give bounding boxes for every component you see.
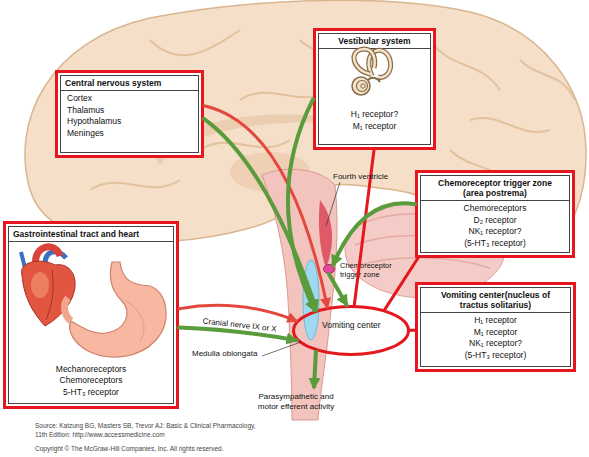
cerebrum [25,0,586,257]
shape-text-wrap: Chemoreceptor trigger zone [340,261,400,279]
box-heading-bar: Gastrointestinal tract and heart [9,227,173,242]
receptor-box: Vomiting center(nucleus of tractus solit… [415,282,576,372]
box-heading: Central nervous system [65,78,161,88]
receptor-item: NK₁ receptor? [427,338,564,350]
green-arrow [333,203,415,265]
copyright-note: Copyright © The McGraw-Hill Companies, I… [35,445,224,453]
receptor-item: Chemoreceptors [15,375,167,387]
vestibule [368,78,380,82]
structure-label: Fourth ventricle [333,172,388,182]
box-heading: Gastrointestinal tract and heart [13,229,139,239]
gyrus-line [430,40,500,90]
cochlea [352,77,370,95]
receptor-item: NK₁ receptor? [427,226,563,238]
source-box: Vestibular system H₁ receptor?M₁ receptor [313,28,436,150]
semicircular-canal [354,49,375,74]
duodenum [64,298,71,321]
brainstem [262,169,337,420]
receptor-item: Hypothalamus [67,116,192,128]
shape-outline [323,264,335,274]
box-heading-bar: Chemoreceptor trigger zone (area postrem… [421,176,569,201]
leader-line [262,342,301,356]
receptor-item: (5-HT₃ receptor) [427,238,563,250]
box-heading: Vestibular system [338,36,410,46]
structure-label: Medulla oblongata [192,349,257,359]
semicircular-canal [369,50,391,77]
gyrus-line [470,118,550,132]
leader-line [326,182,340,226]
receptor-item: H₁ receptor [427,315,564,327]
shape-text-wrap: Vomiting center [322,320,381,331]
green-arrow [329,274,347,305]
cochlea-turn [361,84,365,88]
highlight-line [385,258,418,310]
box-body: H₁ receptor?M₁ receptor [319,107,430,144]
box-heading-bar: Vomiting center(nucleus of tractus solit… [421,288,570,313]
source-box: Central nervous systemCortexThalamusHypo… [55,70,204,158]
stomach [70,262,166,357]
efferent-arrow [314,350,316,388]
receptor-item: M₁ receptor [325,121,424,133]
source-note: 11th Edition: http://www.accessmedicine.… [35,431,165,439]
gyrus-line [90,180,180,190]
box-body: H₁ receptorM₁ receptorNK₁ receptor?(5-HT… [421,313,570,363]
shape-label: Vomiting center [322,320,381,331]
gyrus-line [520,60,575,100]
box-heading: Chemoreceptor trigger zone (area postrem… [430,178,560,198]
box-body: ChemoreceptorsD₂ receptorNK₁ receptor?(5… [421,201,569,251]
receptor-item: Meninges [67,128,192,140]
box-heading: Vomiting center(nucleus of tractus solit… [433,290,558,310]
source-note: Source: Katzung BG, Masters SB, Trevor A… [35,422,256,430]
semicircular-canal [369,50,391,77]
highlight-line [410,329,415,332]
pulmonary-vessel [45,252,66,264]
heart [22,261,76,326]
box-body: MechanoreceptorsChemoreceptors5-HT₃ rece… [9,362,173,404]
vomiting-center-region [303,260,319,340]
shape-outline [292,305,410,356]
green-arrow [288,99,315,310]
receptor-box: Chemoreceptor trigger zone (area postrem… [415,170,575,258]
red-arrow [204,106,327,307]
shape-label: Chemoreceptor trigger zone [340,261,400,279]
receptor-item: (5-HT₃ receptor) [427,350,564,362]
green-arrow [204,119,316,310]
receptor-item: Chemoreceptors [427,203,563,215]
heart-groove [46,270,53,320]
stomach-fold [125,300,144,342]
trigger-zone-blob: Chemoreceptor trigger zone [323,264,335,274]
efferent-label: Parasympathetic and motor efferent activ… [252,392,340,411]
gyrus-line [150,30,240,55]
thalamus [230,152,310,192]
cochlea-turn [357,81,368,92]
receptor-item: D₂ receptor [427,215,563,227]
receptor-item: Thalamus [67,105,192,117]
receptor-item: 5-HT₃ receptor [15,387,167,399]
shape-ellipse [294,307,409,355]
gyrus-line [200,140,290,150]
green-arrow [179,328,297,341]
aorta [36,247,60,266]
box-body: CortexThalamusHypothalamusMeninges [61,91,198,141]
box-heading-bar: Vestibular system [319,34,430,49]
shape-ellipse [324,265,335,274]
heart-highlight [31,272,49,298]
receptor-item: H₁ receptor? [325,109,424,121]
vena-cava [21,252,26,272]
receptor-item: M₁ receptor [427,327,564,339]
highlight-line [354,150,374,305]
nerve-label: Cranial nerve IX or X [202,317,277,334]
fourth-ventricle [319,200,332,268]
receptor-item: Cortex [67,93,192,105]
receptor-item: Mechanoreceptors [15,364,167,376]
source-box: Gastrointestinal tract and heartMechanor… [3,221,179,409]
vomiting-center-ring: Vomiting center [292,305,410,356]
semicircular-canal [354,49,375,74]
box-heading-bar: Central nervous system [61,76,198,91]
red-arrow [179,305,296,321]
